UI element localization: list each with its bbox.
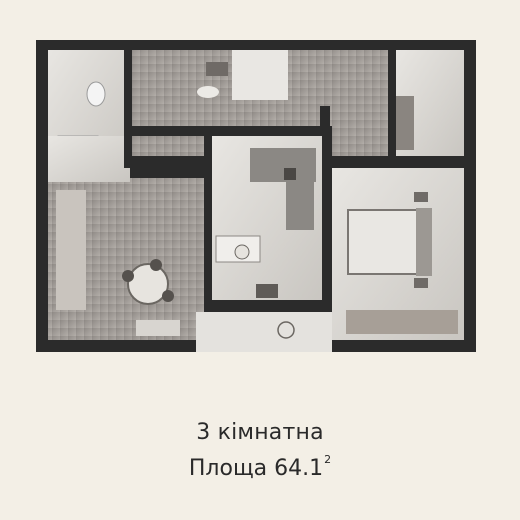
pouf-icon <box>197 86 219 98</box>
sofa-icon <box>250 148 316 182</box>
chair-icon <box>234 244 250 260</box>
storage-room <box>396 50 464 156</box>
corridor <box>132 50 390 156</box>
nightstand-icon <box>414 192 428 202</box>
rug-icon <box>256 284 278 298</box>
chair-icon <box>122 270 134 282</box>
toilet-icon <box>86 81 106 107</box>
bed-icon <box>347 209 423 275</box>
balcony-chair-icon <box>277 321 295 339</box>
mat-icon <box>206 62 228 76</box>
dining-table-icon <box>127 263 169 305</box>
rooms-label: 3 кімнатна <box>196 420 324 445</box>
area-unit-sup: 2 <box>324 452 332 466</box>
lamp-icon <box>284 168 296 180</box>
nightstand-icon <box>414 278 428 288</box>
chair-icon <box>162 290 174 302</box>
kitchen-living <box>48 136 204 340</box>
bedroom-rug <box>346 310 458 334</box>
area-label: Площа 64.12 <box>0 452 520 481</box>
area-value: Площа 64.1 <box>188 456 324 481</box>
floor-plan-drawing <box>36 40 476 352</box>
floor-plan <box>36 40 476 352</box>
balcony <box>196 312 332 352</box>
kitchen-counter <box>56 190 86 310</box>
chair-icon <box>150 259 162 271</box>
living-room <box>212 136 322 300</box>
wardrobe-icon <box>232 50 288 100</box>
window-bench <box>136 320 180 336</box>
bedroom <box>332 168 464 340</box>
